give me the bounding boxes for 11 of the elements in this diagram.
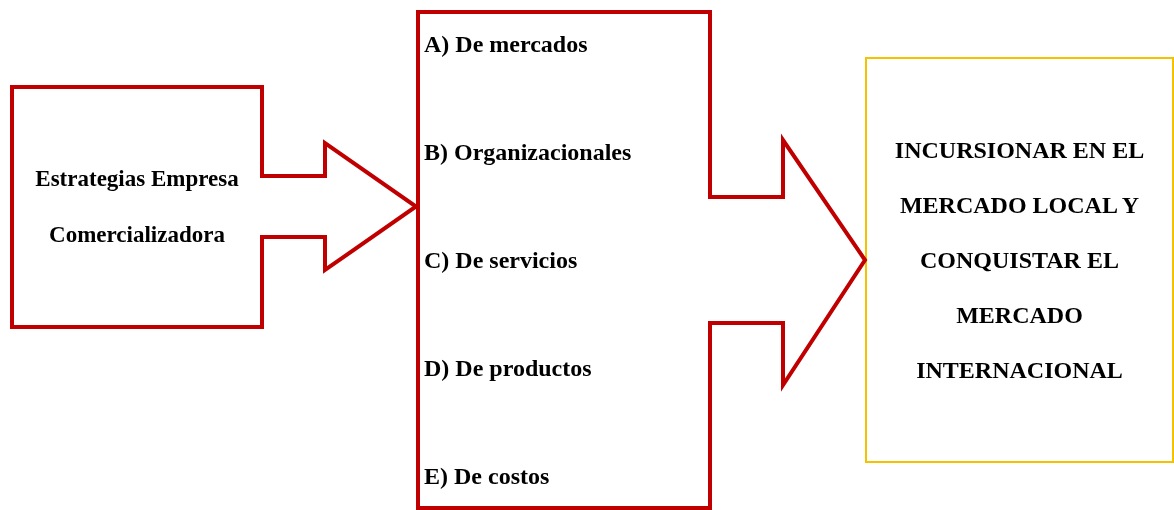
text-box	[416, 10, 712, 510]
block-arrow	[706, 133, 868, 392]
box-text: D) De productos	[424, 354, 593, 383]
box-text: B) Organizacionales	[424, 138, 633, 167]
box-text: INCURSIONAR EN EL MERCADO LOCAL Y CONQUISTAR EL MERCADO INTERNACIONAL	[893, 135, 1146, 385]
box-text: A) De mercados	[424, 30, 589, 59]
box-text: Estrategias Empresa Comercializadora	[34, 165, 240, 249]
box-text: C) De servicios	[424, 246, 579, 275]
text-box	[10, 85, 264, 329]
box-text: E) De costos	[424, 462, 551, 491]
text-box	[865, 57, 1174, 463]
